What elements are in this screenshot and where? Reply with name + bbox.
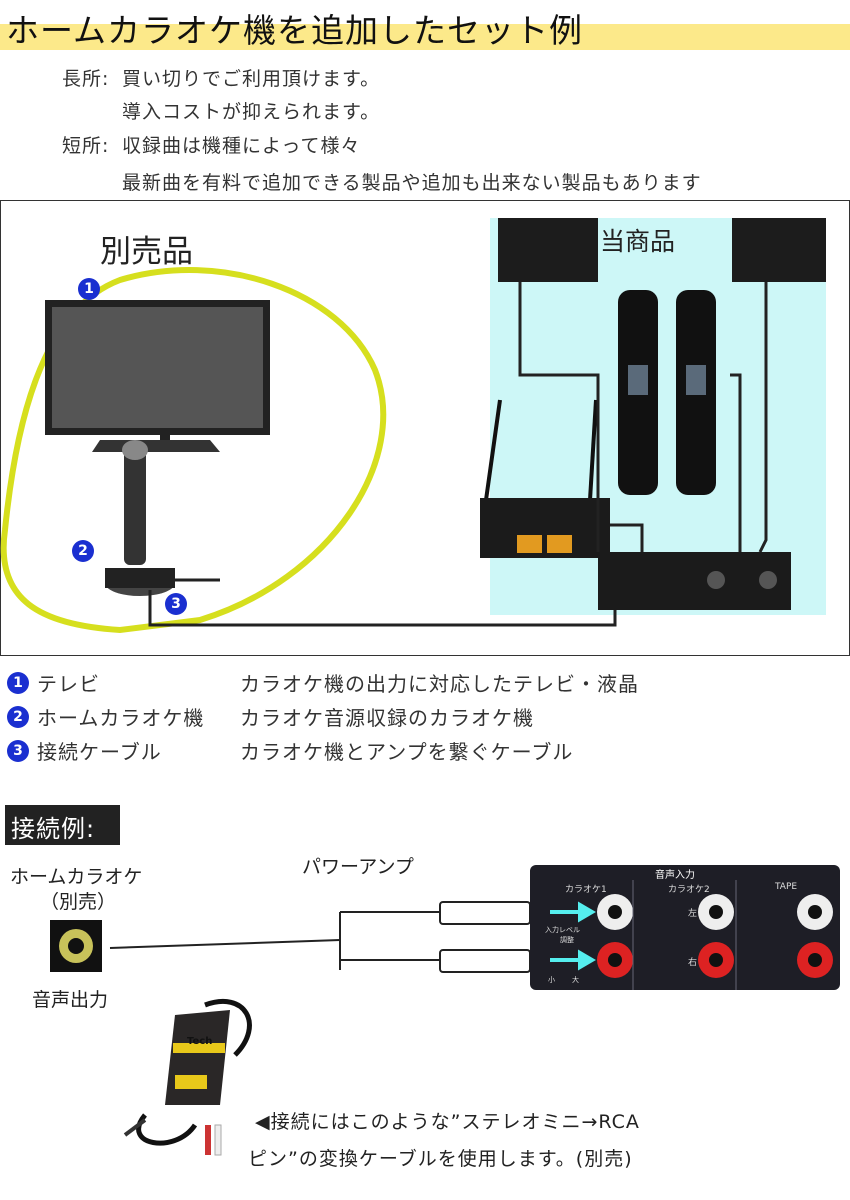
amp-label: パワーアンプ bbox=[302, 856, 414, 878]
microphone-icon bbox=[618, 290, 716, 495]
legend-num: 1 bbox=[7, 672, 29, 694]
wireless-receiver-icon bbox=[480, 399, 610, 558]
sold-separately-label: 別売品 bbox=[100, 234, 193, 270]
marker-1: 1 bbox=[78, 278, 100, 300]
cable-lines bbox=[109, 911, 440, 970]
panel-col: カラオケ2 bbox=[668, 885, 710, 895]
panel-right: 右 bbox=[688, 958, 698, 968]
legend-desc: カラオケ音源収録のカラオケ機 bbox=[240, 706, 534, 730]
panel-small: 小 bbox=[548, 976, 555, 984]
tv-icon bbox=[45, 300, 270, 452]
note-line-2: ピン”の変換ケーブルを使用します。(別売) bbox=[248, 1148, 633, 1170]
legend-num: 2 bbox=[7, 706, 29, 728]
panel-adjust: 調整 bbox=[560, 936, 574, 944]
title-highlight bbox=[0, 24, 850, 50]
pros-1: 買い切りでご利用頂けます。 bbox=[122, 68, 381, 90]
diagram-illustration bbox=[0, 218, 826, 634]
panel-left: 左 bbox=[688, 909, 698, 919]
legend-num: 3 bbox=[7, 740, 29, 762]
rca-plug-icon bbox=[439, 901, 531, 973]
audio-jack-icon bbox=[50, 920, 102, 972]
amplifier-icon bbox=[598, 552, 791, 610]
connection-heading: 接続例: bbox=[5, 805, 120, 845]
panel-col: カラオケ1 bbox=[565, 885, 607, 895]
connection-illustration bbox=[50, 865, 840, 990]
panel-col: TAPE bbox=[775, 882, 798, 892]
highlight-circle bbox=[0, 267, 387, 634]
cons-label: 短所: bbox=[62, 135, 110, 157]
rca-jack-icons bbox=[597, 894, 833, 978]
karaoke-machine-icon bbox=[105, 440, 175, 596]
panel-large: 大 bbox=[572, 976, 579, 984]
speaker-icon bbox=[498, 218, 826, 282]
marker-2: 2 bbox=[72, 540, 94, 562]
note-line-1: ◀接続にはこのような”ステレオミニ→RCA bbox=[255, 1111, 640, 1133]
marker-3: 3 bbox=[165, 593, 187, 615]
output-label: 音声出力 bbox=[32, 989, 109, 1011]
cable-brand: Tech bbox=[187, 1036, 213, 1047]
this-product-label: 当商品 bbox=[600, 227, 676, 256]
legend-name: テレビ bbox=[37, 672, 100, 696]
pros-2: 導入コストが抑えられます。 bbox=[122, 101, 381, 123]
pros-label: 長所: bbox=[62, 68, 110, 90]
panel-title: 音声入力 bbox=[655, 870, 695, 881]
legend-desc: カラオケ機の出力に対応したテレビ・液晶 bbox=[240, 672, 639, 696]
legend-name: ホームカラオケ機 bbox=[37, 706, 205, 730]
source-label: ホームカラオケ bbox=[10, 866, 143, 888]
legend-desc: カラオケ機とアンプを繋ぐケーブル bbox=[240, 740, 574, 764]
page-title: ホームカラオケ機を追加したセット例 bbox=[6, 11, 584, 50]
cons-2: 最新曲を有料で追加できる製品や追加も出来ない製品もあります bbox=[122, 172, 702, 194]
panel-level: 入力レベル bbox=[545, 926, 580, 934]
legend-name: 接続ケーブル bbox=[37, 740, 162, 764]
source-sub: （別売） bbox=[40, 891, 117, 913]
cons-1: 収録曲は機種によって様々 bbox=[122, 135, 361, 157]
cable-product-image bbox=[123, 998, 252, 1156]
cables bbox=[148, 282, 768, 627]
arrow-icons bbox=[550, 901, 596, 971]
